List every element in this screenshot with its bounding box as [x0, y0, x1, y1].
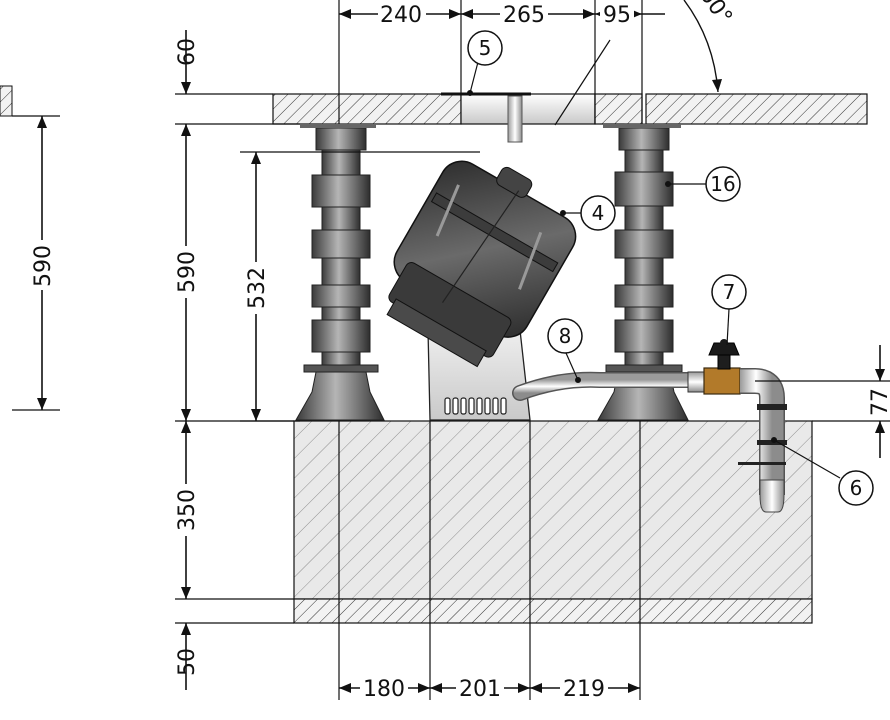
- dim-left-outer: 590: [31, 245, 56, 287]
- left-fragment: 590: [0, 85, 60, 411]
- dim-top-265: 265: [503, 3, 545, 28]
- callout-8-circle: [547, 318, 583, 354]
- callout-7-circle: [711, 274, 747, 310]
- callout-8: 8: [559, 324, 572, 348]
- floor-slab: [293, 420, 813, 700]
- pedestal-left: [295, 123, 385, 421]
- dim-bottom-180: 180: [363, 677, 405, 702]
- right-dimension: 77: [755, 345, 890, 458]
- valve: [703, 339, 741, 395]
- callout-4-circle: [580, 195, 616, 231]
- dim-pipe-offset: 77: [868, 388, 890, 416]
- dim-floor-slab: 350: [175, 489, 200, 531]
- left-dimensions: 60 590 532 350 50: [174, 30, 480, 690]
- dim-pedestal: 590: [175, 251, 200, 293]
- callout-7: 7: [723, 280, 736, 304]
- callouts: 5 4 16 7 8 6: [467, 30, 874, 506]
- dim-bottom-219: 219: [563, 677, 605, 702]
- top-dimensions: 240 265 95 60°: [338, 0, 737, 126]
- cooling-unit: [386, 160, 577, 421]
- callout-5: 5: [479, 36, 492, 60]
- callout-6-circle: [838, 470, 874, 506]
- top-slab: [272, 92, 868, 143]
- dim-slab-top: 60: [175, 38, 200, 66]
- dim-top-240: 240: [380, 3, 422, 28]
- callout-4: 4: [592, 201, 605, 225]
- callout-16: 16: [710, 172, 735, 196]
- dim-top-95: 95: [603, 3, 631, 28]
- pipe-flex: [512, 371, 705, 401]
- dim-floor-screed: 50: [175, 648, 200, 676]
- dim-bottom-201: 201: [459, 677, 501, 702]
- dim-unit-height: 532: [245, 267, 270, 309]
- pedestal-right: [597, 123, 689, 421]
- callout-6: 6: [850, 476, 863, 500]
- callout-5-circle: [467, 30, 503, 66]
- bottom-dimensions: 180 201 219: [339, 676, 640, 702]
- callout-16-circle: [705, 166, 741, 202]
